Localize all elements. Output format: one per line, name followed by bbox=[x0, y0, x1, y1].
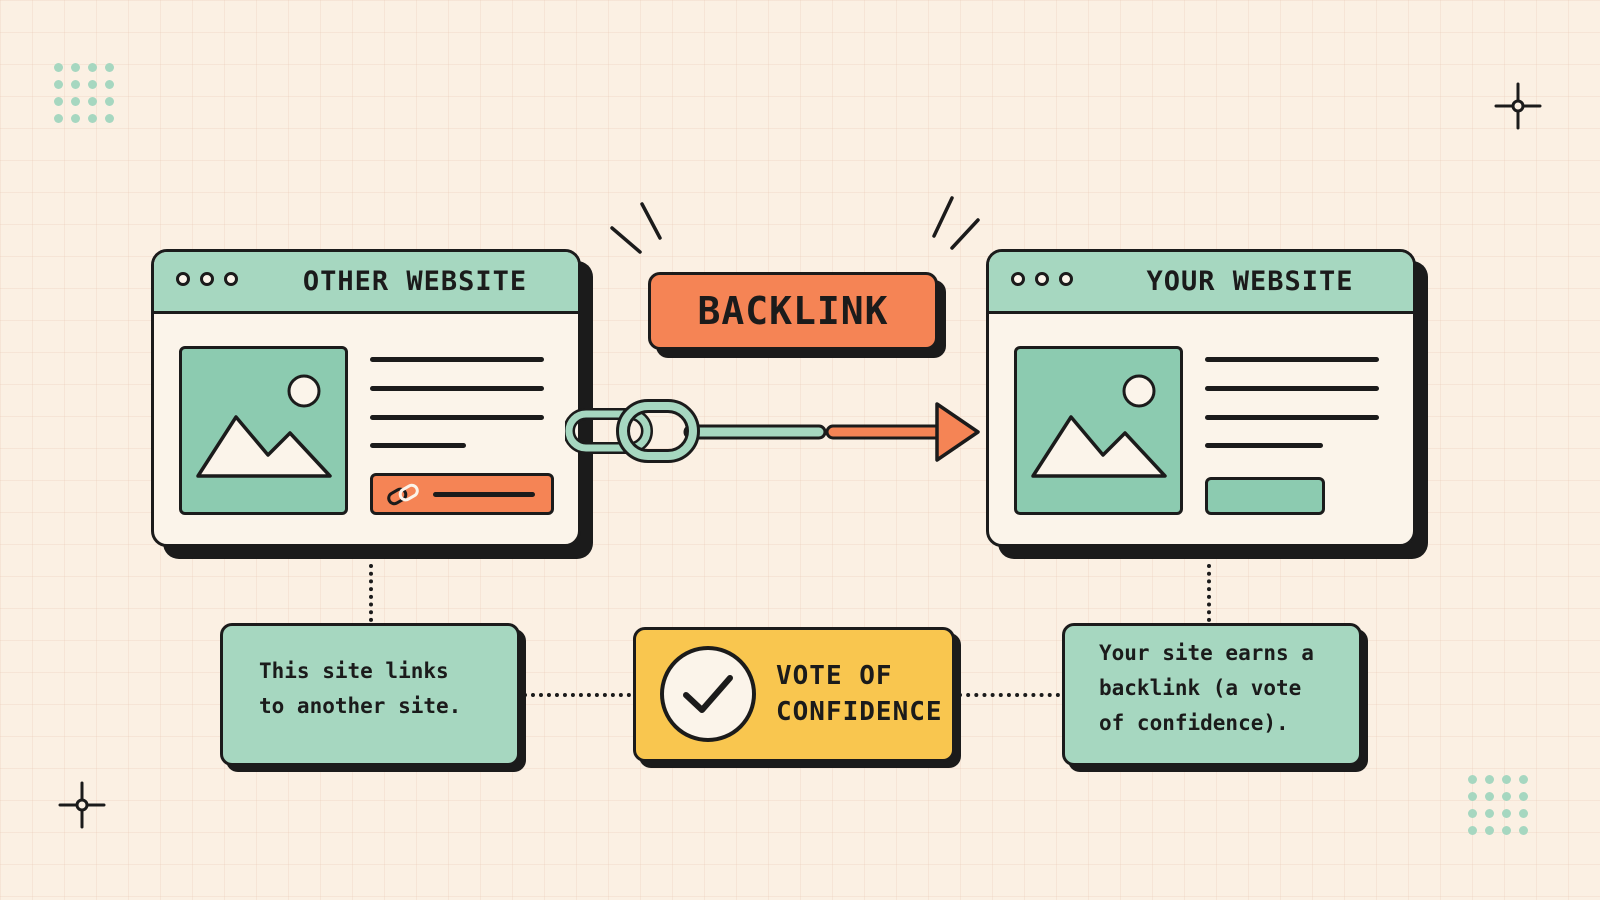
your-website-window: YOUR WEBSITE bbox=[986, 249, 1416, 547]
sparkle-icon-bottom-left bbox=[58, 781, 106, 829]
backlink-badge: BACKLINK bbox=[648, 272, 938, 350]
window-title: OTHER WEBSITE bbox=[302, 266, 528, 297]
dotted-connector bbox=[1207, 564, 1211, 622]
info-box-your-website: Your site earns a backlink (a vote of co… bbox=[1062, 623, 1362, 766]
other-website-window: OTHER WEBSITE bbox=[151, 249, 581, 547]
emphasis-strokes-left bbox=[610, 202, 662, 254]
window-control-dots bbox=[176, 272, 238, 286]
chain-connector bbox=[565, 399, 980, 463]
info-box-other-website: This site links to another site. bbox=[220, 623, 520, 766]
image-placeholder-icon bbox=[1014, 346, 1183, 515]
checkmark-icon bbox=[660, 646, 756, 742]
image-placeholder-icon bbox=[179, 346, 348, 515]
decorative-dot-grid-bottom-right bbox=[1468, 775, 1528, 835]
info-text-line: This site links bbox=[259, 659, 449, 683]
text-line bbox=[1205, 357, 1379, 362]
dotted-connector bbox=[958, 693, 1060, 697]
decorative-dot-grid-top-left bbox=[54, 63, 114, 123]
info-text-line: of confidence). bbox=[1099, 711, 1289, 735]
dotted-connector bbox=[369, 564, 373, 622]
text-line bbox=[370, 386, 544, 391]
link-text-line bbox=[433, 492, 535, 497]
info-text-line: backlink (a vote bbox=[1099, 676, 1302, 700]
text-line bbox=[1205, 415, 1379, 420]
dotted-connector bbox=[523, 693, 631, 697]
info-text-line: Your site earns a bbox=[1099, 641, 1314, 665]
emphasis-strokes-right bbox=[932, 196, 980, 250]
vote-text-line: VOTE OF bbox=[776, 661, 893, 691]
text-line bbox=[1205, 386, 1379, 391]
hyperlink-button[interactable] bbox=[370, 473, 554, 515]
vote-of-confidence-box: VOTE OF CONFIDENCE bbox=[633, 627, 955, 762]
text-line bbox=[370, 415, 544, 420]
browser-title-bar: OTHER WEBSITE bbox=[154, 252, 578, 314]
browser-title-bar: YOUR WEBSITE bbox=[989, 252, 1413, 314]
vote-text-line: CONFIDENCE bbox=[776, 697, 943, 727]
sparkle-icon-top-right bbox=[1494, 82, 1542, 130]
content-block bbox=[1205, 477, 1325, 515]
window-control-dots bbox=[1011, 272, 1073, 286]
chain-link-icon bbox=[387, 483, 419, 506]
vote-label: VOTE OF CONFIDENCE bbox=[776, 658, 943, 730]
text-line bbox=[370, 443, 466, 448]
text-line bbox=[370, 357, 544, 362]
window-title: YOUR WEBSITE bbox=[1146, 266, 1354, 297]
info-text-line: to another site. bbox=[259, 694, 462, 718]
text-line bbox=[1205, 443, 1323, 448]
